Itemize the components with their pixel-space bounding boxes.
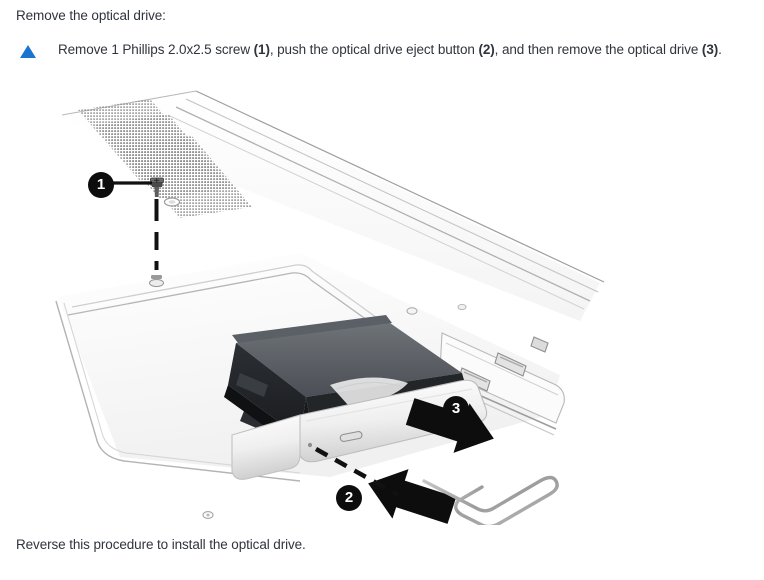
step-text-part-1: Remove 1 Phillips 2.0x2.5 screw [58,42,254,57]
warning-triangle-bullet-icon [20,45,36,58]
screw-dashed-path [148,199,165,288]
step-text: Remove 1 Phillips 2.0x2.5 screw (1), pus… [58,40,756,59]
step-text-part-3: , and then remove the optical drive [494,42,702,57]
callout-badge-1: 1 [88,172,114,198]
callout-ref-3: (3) [701,42,719,57]
step-text-part-2: , push the optical drive eject button [269,42,479,57]
optical-drive-eject-button [339,431,363,442]
callout-ref-2: (2) [478,42,495,57]
callout-badge-3: 3 [443,396,469,422]
eject-dashed-path [314,447,400,497]
callout-badge-2: 2 [336,485,362,511]
optical-drive-removal-figure [0,85,764,525]
step-text-part-4: . [718,42,722,57]
intro-text: Remove the optical drive: [16,8,166,23]
closing-text: Reverse this procedure to install the op… [16,537,306,552]
vent-grille [78,99,252,218]
removal-direction-arrow-3 [405,398,494,453]
manual-eject-pinhole [307,442,313,448]
phillips-screw [150,177,164,197]
callout-ref-1: (1) [253,42,270,57]
paperclip-eject-tool [422,475,559,525]
procedure-step: Remove 1 Phillips 2.0x2.5 screw (1), pus… [16,40,756,59]
usb-ports [406,303,565,436]
eject-press-arrow-2 [368,469,457,524]
screw-hole [163,197,181,207]
optical-drive-bezel [231,379,488,480]
